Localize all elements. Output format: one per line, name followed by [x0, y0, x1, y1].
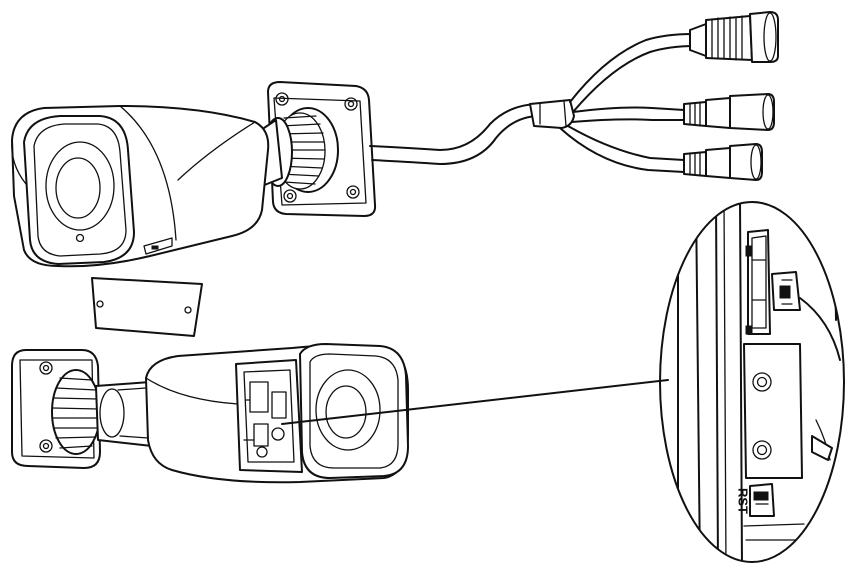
- lock-switch: [771, 271, 801, 311]
- power-connector-2: [683, 143, 763, 181]
- network-connector: [689, 11, 779, 63]
- camera-housing-bottom: [145, 343, 409, 484]
- camera-bottom-assembly: [11, 343, 409, 484]
- detail-callout: RST: [659, 201, 845, 563]
- button-panel: [743, 343, 803, 479]
- callout-outline: [659, 201, 845, 563]
- callout-leader-line: [281, 379, 669, 425]
- camera-top-assembly: [11, 81, 377, 268]
- reset-label: RST: [736, 488, 751, 514]
- reset-button: [749, 483, 775, 517]
- sd-card-slot: [745, 229, 771, 335]
- cable-assembly: [369, 33, 695, 173]
- swivel-joint-bottom: [51, 369, 153, 455]
- service-compartment: [235, 359, 303, 473]
- power-connector-1: [683, 93, 775, 131]
- camera-housing-top: [11, 105, 270, 268]
- service-cover: [91, 277, 203, 337]
